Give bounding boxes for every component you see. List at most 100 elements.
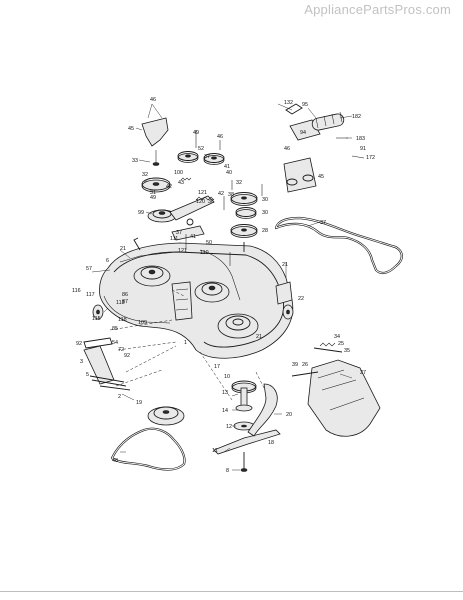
callout-13: 13 bbox=[222, 390, 228, 396]
callout-10: 10 bbox=[224, 374, 230, 380]
callout-49b: 49 bbox=[150, 195, 156, 201]
spring-43[interactable] bbox=[180, 177, 192, 181]
callout-85: 85 bbox=[112, 326, 118, 332]
lift-rod-5[interactable] bbox=[89, 375, 127, 387]
spindle-pulley-99[interactable] bbox=[147, 209, 177, 223]
callout-121a: 121 bbox=[198, 190, 207, 196]
callout-5: 5 bbox=[86, 372, 89, 378]
callout-46b: 46 bbox=[217, 134, 223, 140]
lift-rod-2[interactable] bbox=[99, 385, 131, 391]
callout-54: 54 bbox=[112, 340, 118, 346]
callout-3: 3 bbox=[80, 359, 83, 365]
left-spindle-housing[interactable] bbox=[133, 265, 171, 287]
bolt-33[interactable] bbox=[152, 150, 160, 166]
callout-21c: 21 bbox=[256, 334, 262, 340]
callout-22: 22 bbox=[298, 296, 304, 302]
callout-92a: 92 bbox=[76, 341, 82, 347]
callout-21b: 21 bbox=[282, 262, 288, 268]
callout-92b: 92 bbox=[124, 353, 130, 359]
chute-hinge-25[interactable] bbox=[313, 342, 343, 353]
mower-blade-11[interactable] bbox=[213, 429, 281, 455]
pulley-37-upper[interactable] bbox=[203, 153, 225, 165]
callout-18: 18 bbox=[268, 440, 274, 446]
callout-120: 120 bbox=[196, 199, 205, 205]
callout-182: 182 bbox=[352, 114, 361, 120]
callout-37c: 37 bbox=[320, 220, 326, 226]
callout-26: 26 bbox=[302, 362, 308, 368]
bottom-rule bbox=[0, 591, 463, 592]
pulley-37-lower[interactable] bbox=[230, 224, 258, 238]
callout-95: 95 bbox=[302, 102, 308, 108]
pulley-32-left[interactable] bbox=[141, 177, 171, 193]
callout-27: 27 bbox=[360, 370, 366, 376]
baffle-20[interactable] bbox=[247, 383, 278, 437]
bracket-95[interactable] bbox=[285, 103, 303, 115]
engine-pulley-19[interactable] bbox=[147, 406, 185, 426]
callout-86: 86 bbox=[122, 292, 128, 298]
lift-arm-3[interactable] bbox=[83, 345, 115, 385]
belt-guard-46[interactable] bbox=[141, 117, 169, 147]
callout-14: 14 bbox=[222, 408, 228, 414]
pulley-30-a[interactable] bbox=[230, 192, 258, 206]
pulley-52[interactable] bbox=[177, 151, 199, 163]
callout-100: 100 bbox=[174, 170, 183, 176]
idler-arm-assembly[interactable] bbox=[169, 195, 215, 241]
callout-31: 31 bbox=[150, 190, 156, 196]
blade-bolt-8[interactable] bbox=[240, 452, 248, 472]
right-spindle-housing[interactable] bbox=[217, 313, 259, 339]
deck-bracket-left[interactable] bbox=[171, 281, 193, 321]
callout-42a: 42 bbox=[166, 184, 172, 190]
bolt-172[interactable] bbox=[351, 155, 365, 159]
callout-40a: 40 bbox=[226, 170, 232, 176]
callout-6: 6 bbox=[106, 258, 109, 264]
chute-rod-39[interactable] bbox=[291, 371, 319, 377]
discharge-chute-27[interactable] bbox=[307, 359, 381, 437]
callout-45b: 45 bbox=[318, 174, 324, 180]
callout-8: 8 bbox=[226, 468, 229, 474]
callout-116: 116 bbox=[72, 288, 81, 294]
spindle-shaft-13[interactable] bbox=[235, 387, 253, 412]
callout-183: 183 bbox=[356, 136, 365, 142]
deck-drive-belt[interactable] bbox=[274, 216, 403, 275]
callout-35: 35 bbox=[344, 348, 350, 354]
callout-48: 48 bbox=[112, 458, 118, 464]
callout-41b: 41 bbox=[190, 234, 196, 240]
pulley-30-b[interactable] bbox=[235, 207, 257, 219]
callout-52: 52 bbox=[198, 146, 204, 152]
callout-36: 36 bbox=[208, 199, 214, 205]
callout-94: 94 bbox=[300, 130, 306, 136]
deck-hanger-brackets[interactable] bbox=[133, 237, 245, 252]
callout-46c: 46 bbox=[284, 146, 290, 152]
callout-39: 39 bbox=[292, 362, 298, 368]
callout-118: 118 bbox=[118, 317, 127, 323]
callout-113: 113 bbox=[116, 300, 125, 306]
callout-11: 11 bbox=[212, 448, 218, 454]
gauge-wheel-116[interactable] bbox=[92, 304, 104, 320]
callout-33: 33 bbox=[132, 158, 138, 164]
callout-99: 99 bbox=[138, 210, 144, 216]
callout-19: 19 bbox=[136, 400, 142, 406]
callout-132: 132 bbox=[284, 100, 293, 106]
callout-20: 20 bbox=[286, 412, 292, 418]
callout-110: 110 bbox=[200, 250, 209, 256]
lift-link-85[interactable] bbox=[83, 337, 113, 349]
callout-115: 115 bbox=[92, 316, 101, 322]
pivot-bracket-46-45[interactable] bbox=[283, 157, 317, 193]
deck-bracket-right[interactable] bbox=[275, 281, 293, 305]
deck-housing[interactable] bbox=[99, 242, 294, 359]
callout-37a: 37 bbox=[204, 154, 210, 160]
callout-111: 111 bbox=[170, 236, 178, 242]
engine-drive-belt-48[interactable] bbox=[110, 427, 186, 471]
center-spindle-housing[interactable] bbox=[194, 281, 230, 303]
callout-49a: 49 bbox=[193, 130, 199, 136]
spring-121[interactable] bbox=[195, 196, 215, 201]
roller-182[interactable] bbox=[311, 111, 345, 131]
callout-labels: 46 45 33 49 52 46 37 41 40 32 100 43 42 … bbox=[72, 97, 375, 474]
callout-87: 87 bbox=[122, 299, 128, 305]
deck-gauge-wheel[interactable] bbox=[282, 304, 294, 320]
callout-91: 91 bbox=[360, 146, 366, 152]
hardware-stack-center[interactable] bbox=[185, 130, 263, 266]
deck-mounting-lines bbox=[109, 289, 267, 401]
callout-25: 25 bbox=[338, 341, 344, 347]
